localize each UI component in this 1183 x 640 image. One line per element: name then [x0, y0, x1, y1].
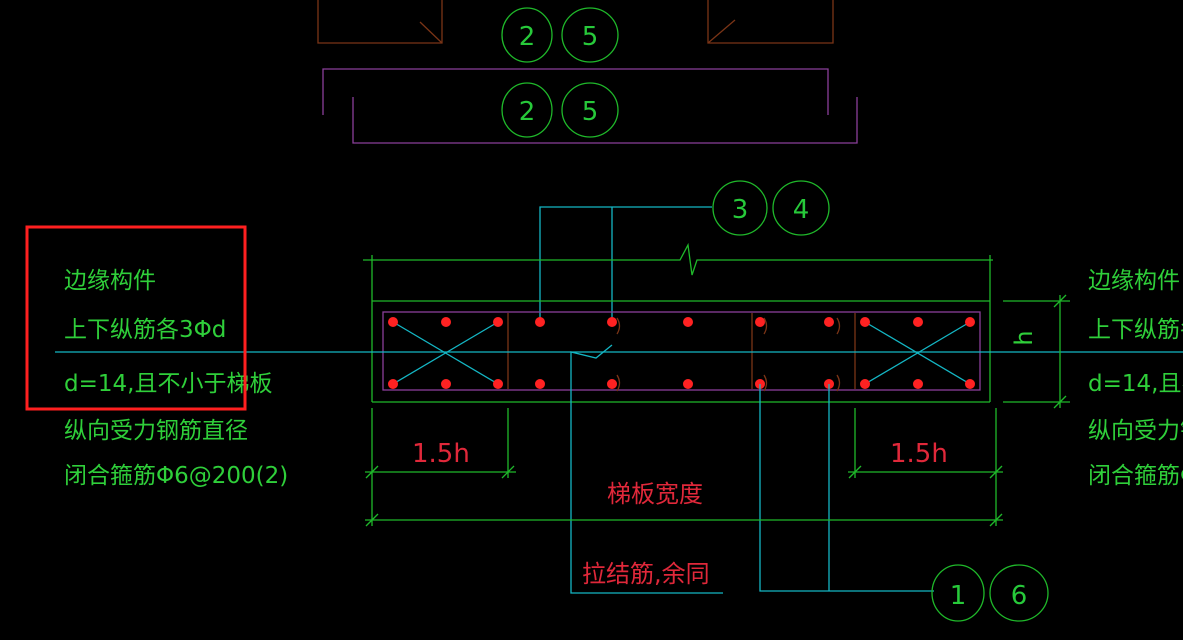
- highlight-box: [25, 225, 247, 411]
- rebar-dot: [441, 379, 451, 389]
- height-dim-label: h: [1010, 330, 1038, 345]
- rebar-dot: [965, 317, 975, 327]
- left-note-line5: 闭合箍筋Φ6@200(2): [64, 463, 288, 489]
- upper-bracket: [322, 68, 829, 115]
- right-note: 边缘构件 上下纵筋各3 d=14,且不 纵向受力钢筋 闭合箍筋Φ6: [1088, 268, 1183, 489]
- rebar-dot: [493, 317, 503, 327]
- second-bubble-1: 2: [519, 97, 536, 127]
- top-frame-right: [707, 0, 834, 44]
- rebar-dot: [535, 317, 545, 327]
- bottom-bubble-1: 1: [950, 581, 967, 611]
- rebar-dot: [607, 317, 617, 327]
- left-edge-dimension: [365, 408, 516, 479]
- top-bubble-2: 5: [582, 22, 599, 52]
- rebar-dot: [493, 379, 503, 389]
- rebar-dot: [824, 317, 834, 327]
- top-bubble-1: 2: [519, 22, 536, 52]
- rebar-dot: [388, 317, 398, 327]
- left-note-line4: 纵向受力钢筋直径: [64, 418, 248, 444]
- right-note-line5: 闭合箍筋Φ6: [1088, 463, 1183, 489]
- tie-hooks: [616, 317, 841, 392]
- right-note-line3: d=14,且不: [1088, 371, 1183, 397]
- second-bubble-pair: 2 5: [501, 82, 619, 138]
- rebar-dots: [388, 317, 975, 389]
- edge-ties: [392, 313, 971, 389]
- rebar-dot: [860, 379, 870, 389]
- slab-width-dimension: [365, 478, 1003, 527]
- rebar-dot: [388, 379, 398, 389]
- rebar-dot: [535, 379, 545, 389]
- right-edge-dim-label: 1.5h: [890, 439, 948, 469]
- right-edge-dimension: [848, 408, 1003, 479]
- left-note-line1: 边缘构件: [64, 268, 156, 294]
- top-bubble-pair: 2 5: [501, 7, 619, 63]
- second-bubble-2: 5: [582, 97, 599, 127]
- bottom-bubble-pair: 1 6: [931, 564, 1049, 622]
- rebar-dot: [683, 379, 693, 389]
- break-line: [363, 242, 993, 402]
- lower-bracket: [352, 97, 858, 144]
- tie-leader: [570, 344, 723, 594]
- left-note: 边缘构件 上下纵筋各3Φd d=14,且不小于梯板 纵向受力钢筋直径 闭合箍筋Φ…: [64, 268, 288, 489]
- rebar-dot: [913, 317, 923, 327]
- height-dimension: [1003, 294, 1070, 409]
- bottom-bubble-2: 6: [1011, 581, 1028, 611]
- rebar-bubble-2: 4: [793, 195, 810, 225]
- top-frame-left: [317, 0, 443, 44]
- rebar-dot: [755, 317, 765, 327]
- rebar-dot: [913, 379, 923, 389]
- rebar-label-bubbles: 3 4: [539, 180, 830, 322]
- left-edge-dim-label: 1.5h: [412, 439, 470, 469]
- stirrup-outline: [382, 311, 981, 391]
- rebar-dot: [860, 317, 870, 327]
- slab-outline: [372, 300, 990, 403]
- slab-width-label: 梯板宽度: [607, 480, 703, 508]
- left-note-line3: d=14,且不小于梯板: [64, 371, 272, 397]
- rebar-dot: [607, 379, 617, 389]
- right-note-line1: 边缘构件: [1088, 268, 1180, 294]
- rebar-dot: [683, 317, 693, 327]
- bottom-bubble-leaders: [759, 384, 934, 592]
- tie-note: 拉结筋,余同: [582, 560, 710, 588]
- left-note-line2: 上下纵筋各3Φd: [64, 317, 226, 343]
- rebar-bubble-1: 3: [732, 195, 749, 225]
- rebar-dot: [441, 317, 451, 327]
- right-note-line4: 纵向受力钢筋: [1088, 418, 1183, 444]
- right-note-line2: 上下纵筋各3: [1088, 317, 1183, 343]
- rebar-dot: [965, 379, 975, 389]
